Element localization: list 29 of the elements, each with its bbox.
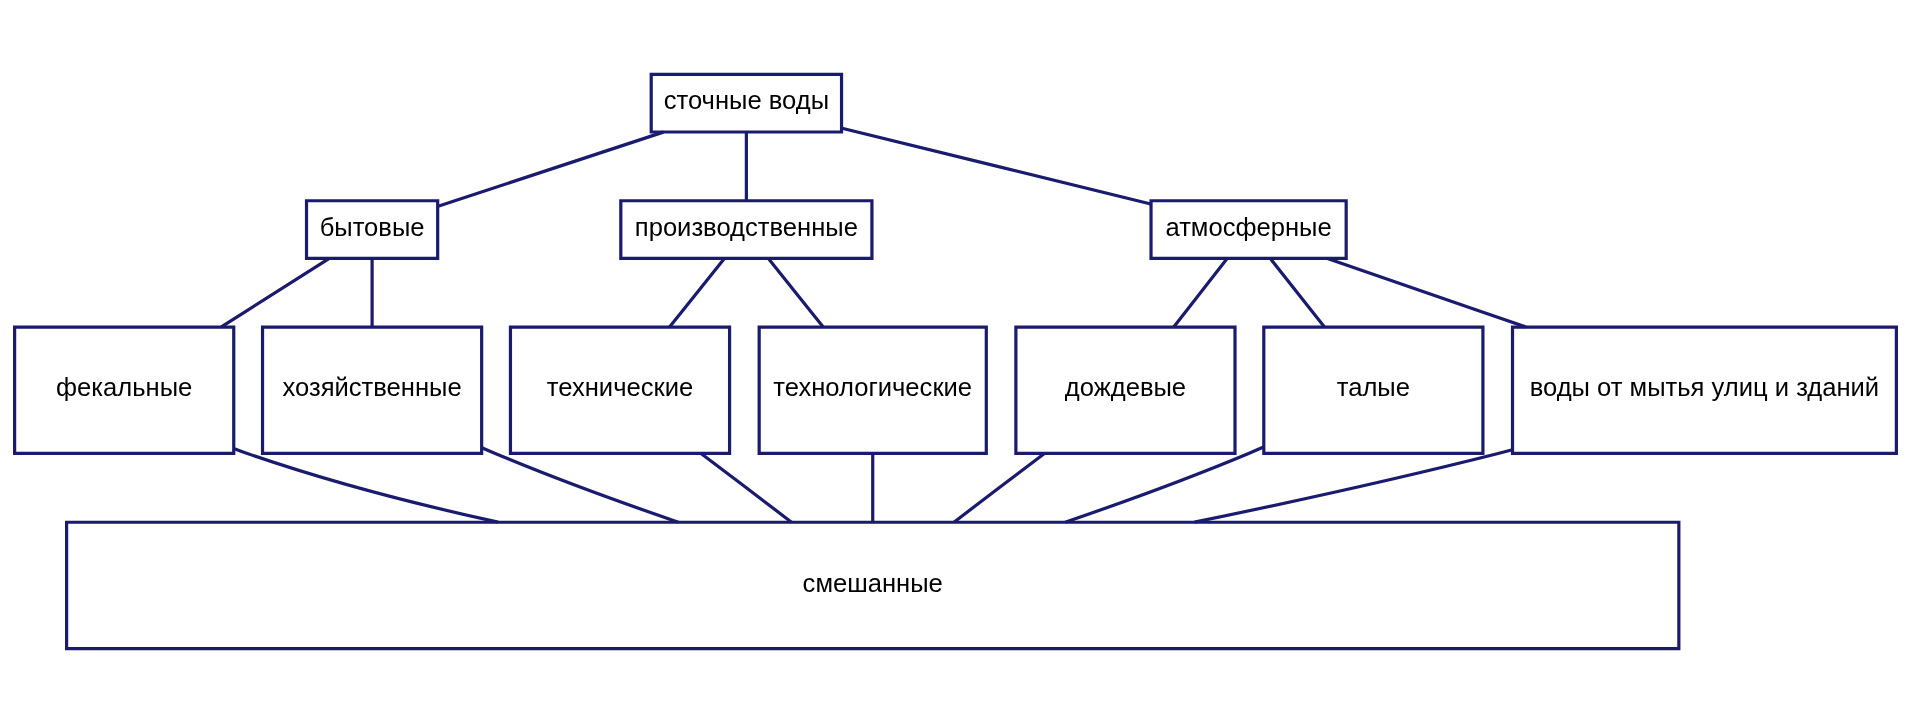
node-box: сточные воды: [649, 72, 844, 134]
connector: [871, 453, 875, 523]
node-box: технологические: [757, 325, 988, 456]
connector: [744, 132, 748, 201]
node-box: атмосферные: [1149, 199, 1348, 260]
connector: [1269, 257, 1326, 328]
node-box: талые: [1262, 325, 1485, 456]
node-box: воды от мытья улиц и зданий: [1510, 325, 1898, 456]
connector: [370, 258, 374, 327]
node-box: производственные: [619, 199, 874, 260]
node-box: дождевые: [1014, 325, 1237, 456]
connector: [220, 257, 330, 329]
node-box: фекальные: [13, 325, 236, 456]
connector: [1064, 445, 1265, 524]
connector: [668, 257, 726, 328]
connector: [841, 126, 1152, 206]
connector: [437, 130, 664, 208]
connector: [1172, 257, 1229, 328]
connector: [233, 447, 499, 524]
node-box: смешанные: [65, 520, 1681, 651]
connector: [952, 452, 1046, 524]
node-box: технические: [508, 325, 732, 456]
connector: [1326, 256, 1527, 329]
node-box: хозяйственные: [260, 325, 484, 456]
connector: [767, 257, 825, 328]
connector: [481, 446, 679, 524]
connector: [1194, 448, 1513, 524]
node-box: бытовые: [304, 199, 440, 260]
connector: [700, 452, 793, 524]
